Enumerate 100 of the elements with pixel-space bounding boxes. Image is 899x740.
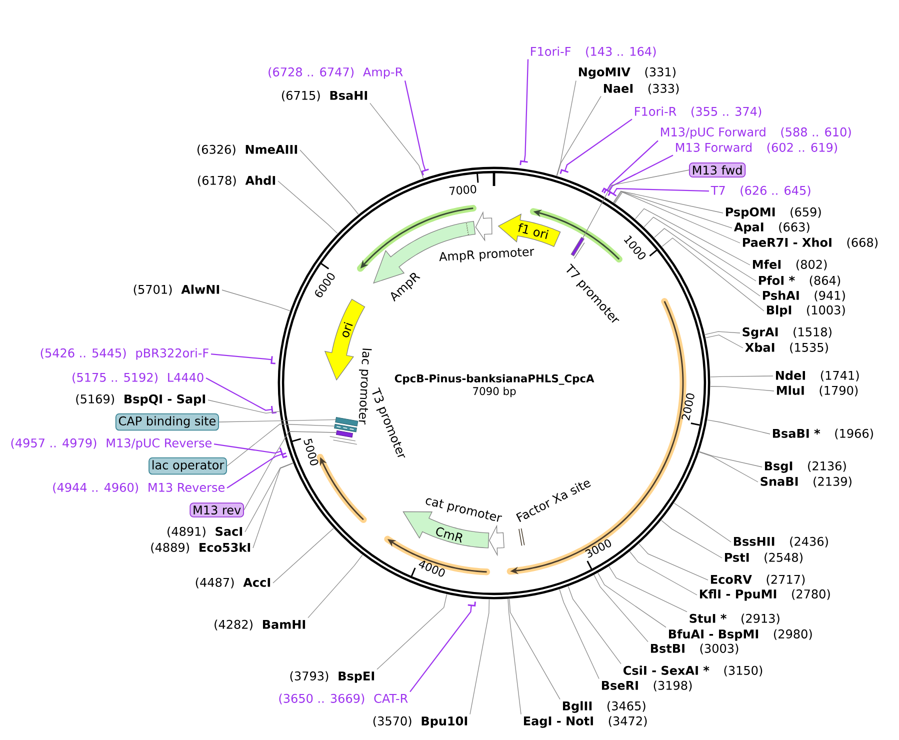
leader-line	[568, 586, 622, 664]
leader-line	[710, 386, 774, 392]
leader-line	[509, 598, 560, 700]
leader-line	[598, 572, 666, 628]
site-label: BssHII (2436)	[734, 536, 828, 548]
leader-line	[564, 118, 632, 172]
site-label: CsiI - SexAI * (3150)	[623, 666, 762, 676]
leader-line	[206, 378, 272, 411]
leader-line	[210, 353, 272, 360]
tick-label: 2000	[682, 393, 694, 420]
leader-line	[710, 376, 774, 378]
leader-line	[704, 331, 740, 335]
leader-line	[308, 554, 363, 618]
leader-line	[244, 462, 294, 532]
primer-label: F1ori-F (143 .. 164)	[531, 46, 656, 58]
leader-line	[214, 443, 282, 454]
site-label: BsaBI * (1966)	[772, 428, 873, 440]
site-label: XbaI (1535)	[745, 342, 828, 354]
leader-line	[612, 188, 710, 194]
site-label: (3570) Bpu10I	[373, 716, 468, 728]
site-label: (4889) Eco53kI	[151, 542, 250, 554]
leader-line	[661, 520, 722, 558]
leader-line	[556, 80, 576, 176]
site-label: (3793) BspEI	[290, 671, 374, 683]
leader-line	[278, 180, 338, 234]
leader-line	[404, 80, 426, 170]
leader-line	[559, 589, 600, 680]
primer-label: M13 Forward (602 .. 619)	[676, 142, 838, 154]
site-label: NdeI (1741)	[776, 370, 859, 382]
site-label: (6715) BsaHI	[282, 90, 368, 102]
leader-line	[614, 191, 732, 228]
site-label: MluI (1790)	[776, 386, 858, 396]
site-label: MfeI (802)	[752, 260, 827, 270]
leader-line	[508, 598, 522, 715]
site-label: EcoRV (2717)	[710, 574, 805, 586]
leader-line	[410, 605, 472, 692]
leader-line	[638, 543, 708, 580]
leader-line	[300, 150, 359, 215]
feature-bar	[335, 416, 358, 426]
site-label: SgrAI (1518)	[742, 327, 832, 339]
primer-label: (4957 .. 4979) M13/pUC Reverse	[11, 438, 212, 450]
leader-line	[634, 208, 750, 266]
site-label: PspOMI (659)	[726, 207, 821, 219]
leader-line	[606, 140, 658, 191]
site-label: (6178) AhdI	[198, 176, 276, 186]
site-label: BsgI (2136)	[764, 461, 846, 473]
site-label: BlpI (1003)	[766, 305, 845, 317]
site-label: PstI (2548)	[724, 552, 802, 564]
leader-line	[252, 462, 294, 548]
site-label: (4891) SacI	[168, 526, 242, 538]
leader-line	[222, 290, 290, 312]
plasmid-name: CpcB-Pinus-banksianaPHLS_CpcA	[394, 374, 594, 385]
leader-line	[629, 551, 698, 596]
leader-line	[705, 334, 744, 348]
leader-line	[208, 400, 280, 414]
site-label: (4282) BamHI	[214, 620, 306, 630]
leader-line	[608, 154, 674, 192]
leader-line	[272, 528, 334, 584]
site-label: (6326) NmeAIII	[198, 144, 298, 156]
site-label: KflI - PpuMI (2780)	[700, 589, 830, 601]
site-label: SnaBI (2139)	[760, 476, 852, 488]
site-label: StuI * (2913)	[690, 614, 780, 624]
primer-label: M13/pUC Forward (588 .. 610)	[661, 127, 851, 139]
site-label: BseRI (3198)	[602, 680, 692, 692]
leader-line	[244, 431, 337, 510]
site-label: BstBI (3003)	[650, 644, 738, 654]
leader-line	[376, 594, 448, 670]
feature-tag: M13 fwd	[689, 162, 746, 178]
site-label: NgoMIV (331)	[578, 67, 676, 79]
site-label: PaeR7I - XhoI (668)	[742, 238, 878, 248]
leader-line	[698, 452, 758, 482]
feature-tag: CAP binding site	[115, 413, 219, 431]
feature-tag: lac operator	[148, 457, 227, 475]
leader-line	[226, 454, 282, 488]
site-label: BglII (3465)	[562, 701, 646, 713]
leader-line	[226, 424, 335, 466]
primer-label: (5426 .. 5445) pBR322ori-F	[40, 348, 208, 360]
leader-line	[218, 419, 336, 422]
leader-line	[608, 566, 688, 612]
leader-line	[594, 574, 648, 642]
primer-label: (6728 .. 6747) Amp-R	[268, 67, 403, 79]
primer-label: T7 (626 .. 645)	[710, 186, 810, 196]
site-label: PshAI (941)	[762, 290, 845, 302]
plasmid-size: 7090 bp	[473, 386, 516, 398]
primer-label: (4944 .. 4960) M13 Reverse	[53, 482, 224, 494]
site-label: NaeI (333)	[604, 84, 679, 94]
primer-label: (3650 .. 3669) CAT-R	[279, 694, 408, 704]
site-label: ApaI (663)	[734, 222, 810, 234]
tick-label: 7000	[449, 184, 476, 195]
node-label: AmpR promoter	[439, 248, 534, 262]
site-label: EagI - NotI (3472)	[524, 716, 647, 728]
leader-line	[654, 228, 760, 296]
leader-line	[613, 190, 724, 214]
tick-label: 5000	[304, 438, 318, 466]
site-label: (5701) AlwNI	[134, 284, 220, 296]
leader-line	[662, 238, 764, 312]
feature-tag: M13 rev	[190, 502, 244, 518]
primer-label: F1ori-R (355 .. 374)	[635, 106, 762, 118]
primer-label: (5175 .. 5192) L4440	[72, 372, 204, 384]
site-label: BfuAI - BspMI (2980)	[668, 629, 812, 641]
